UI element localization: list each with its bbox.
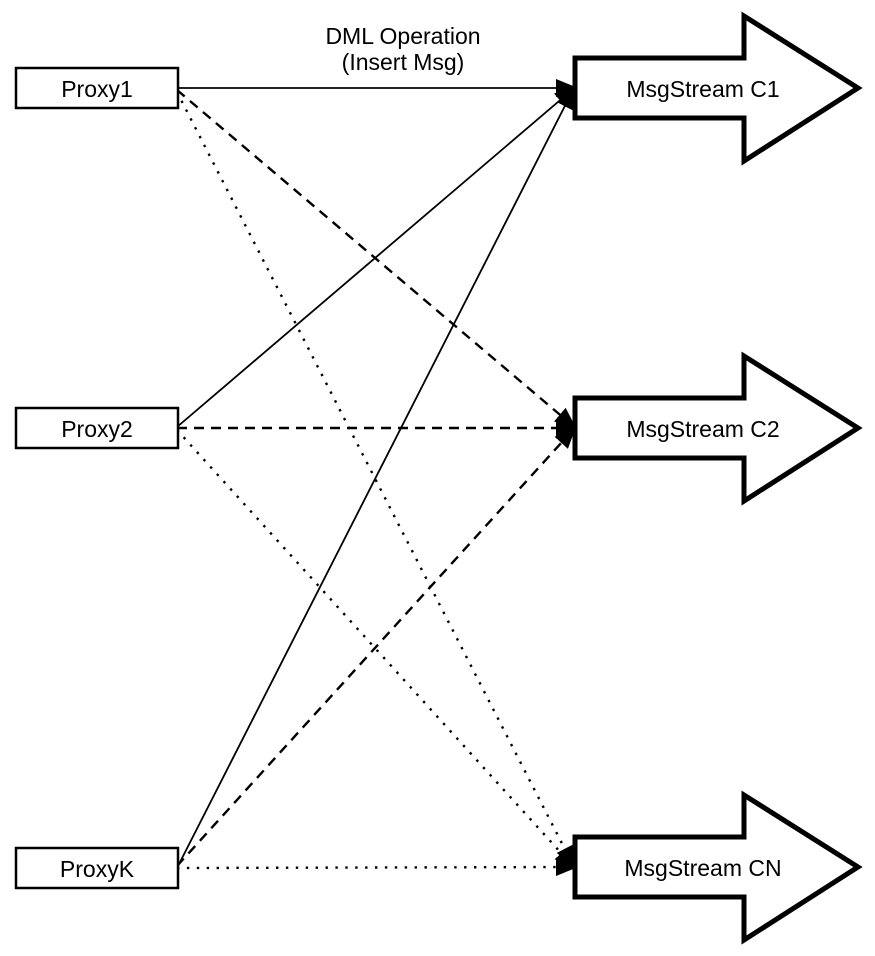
msgstream-cn-label: MsgStream CN [624, 855, 781, 881]
msgstream-c2-arrow-shape [572, 351, 863, 506]
node-proxy2: Proxy2 [14, 406, 180, 450]
connection-proxyk-c1 [176, 86, 575, 869]
msgstream-c1-arrow-shape [572, 11, 863, 166]
annotation-line2: (Insert Msg) [342, 49, 465, 75]
node-msgstream-cn: MsgStream CN [572, 790, 863, 945]
node-proxyk: ProxyK [14, 846, 180, 890]
proxyk-label: ProxyK [60, 856, 135, 882]
msgstream-cn-arrow-shape [572, 790, 863, 945]
node-msgstream-c2: MsgStream C2 [572, 351, 863, 506]
connection-proxyk-c2 [176, 426, 577, 867]
proxyk-box [14, 846, 180, 890]
proxy1-label: Proxy1 [61, 76, 133, 102]
proxy2-label: Proxy2 [61, 416, 133, 442]
msgstream-c2-label: MsgStream C2 [626, 416, 779, 442]
connection-proxy1-c2 [176, 89, 577, 429]
annotation-line1: DML Operation [325, 23, 480, 49]
msgstream-c1-label: MsgStream C1 [626, 76, 779, 102]
edge-annotation: DML Operation (Insert Msg) [325, 23, 480, 75]
connection-lines [175, 79, 578, 877]
proxy2-box [14, 406, 180, 450]
connection-proxyk-cn [176, 858, 578, 877]
node-proxy1: Proxy1 [14, 66, 180, 110]
proxy1-box [14, 66, 180, 110]
node-msgstream-c1: MsgStream C1 [572, 11, 863, 166]
